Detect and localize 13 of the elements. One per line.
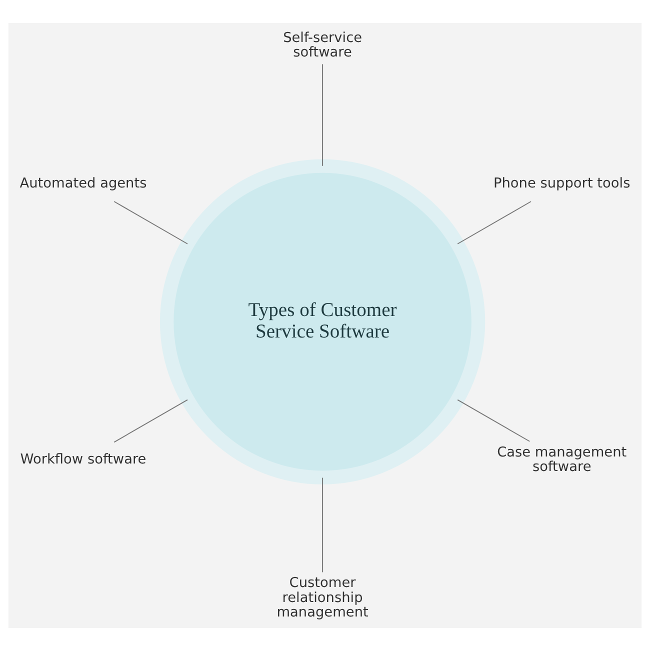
node-text: Phone support tools bbox=[494, 174, 630, 191]
node-text: Self-service software bbox=[283, 29, 362, 60]
node-circle: Types of Customer Service Software bbox=[160, 158, 486, 484]
node-text: Case management software bbox=[497, 444, 627, 474]
node-text: Workflow software bbox=[20, 451, 146, 468]
connector bbox=[457, 200, 532, 244]
node-text: Automated agents bbox=[20, 174, 147, 191]
node-text: Customer relationship management bbox=[276, 574, 368, 620]
connector bbox=[114, 200, 188, 244]
connector bbox=[322, 476, 324, 572]
connector bbox=[457, 398, 530, 442]
connector bbox=[322, 63, 324, 166]
connector bbox=[114, 398, 188, 442]
